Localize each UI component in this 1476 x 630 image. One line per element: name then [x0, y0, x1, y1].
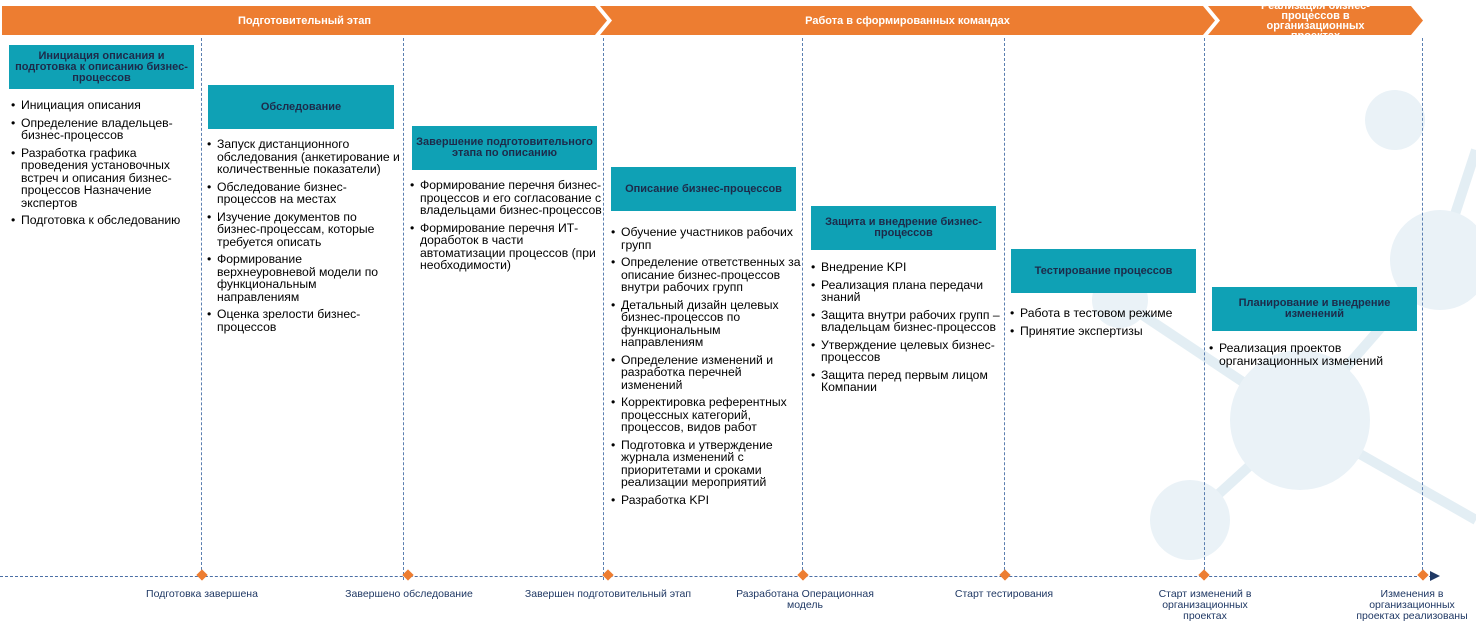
stage-task-list: Работа в тестовом режиме Принятие экспер… — [1008, 307, 1202, 342]
task-item: Разработка графика проведения установочн… — [9, 146, 199, 210]
task-item: Запуск дистанционного обследования (анке… — [205, 138, 400, 176]
stage-task-list: Обучение участников рабочих групп Опреде… — [609, 226, 803, 511]
task-item: Формирование верхнеуровневой модели по ф… — [205, 253, 400, 303]
milestone-label: Завершен подготовительный этап — [524, 588, 692, 600]
milestone-marker — [1198, 569, 1210, 581]
task-item: Подготовка к обследованию — [9, 214, 199, 227]
task-item: Защита перед первым лицом Компании — [809, 368, 1005, 394]
stage-title-text: Тестирование процессов — [1034, 264, 1173, 277]
phase-banner-realization: Реализация бизнес-процессов в организаци… — [1208, 0, 1423, 41]
task-item: Принятие экспертизы — [1008, 324, 1202, 338]
stage-title-change-planning: Планирование и внедрение изменений — [1212, 287, 1417, 331]
stage-title-testing: Тестирование процессов — [1011, 249, 1196, 293]
milestone-label: Старт тестирования — [954, 588, 1054, 600]
milestone-marker — [402, 569, 414, 581]
stage-task-list: Реализация проектов организационных изме… — [1207, 342, 1412, 372]
stage-title-text: Завершение подготовительного этапа по оп… — [416, 136, 593, 159]
column-divider — [1422, 38, 1423, 580]
task-item: Инициация описания — [9, 99, 199, 112]
task-item: Обследование бизнес-процессов на местах — [205, 180, 400, 206]
stage-task-list: Внедрение KPI Реализация плана передачи … — [809, 261, 1005, 399]
column-divider — [403, 38, 404, 580]
task-item: Корректировка референтных процессных кат… — [609, 396, 803, 434]
task-item: Определение ответственных за описание би… — [609, 256, 803, 294]
task-item: Детальный дизайн целевых бизнес-процессо… — [609, 298, 803, 349]
phase-label: Работа в сформированных командах — [805, 14, 1010, 27]
stage-title-defense-implementation: Защита и внедрение бизнес-процессов — [811, 206, 996, 250]
task-item: Реализация плана передачи знаний — [809, 278, 1005, 304]
task-item: Подготовка и утверждение журнала изменен… — [609, 438, 803, 489]
stage-title-process-description: Описание бизнес-процессов — [611, 167, 796, 211]
phase-banner-preparation: Подготовительный этап — [2, 6, 607, 35]
task-item: Внедрение KPI — [809, 261, 1005, 274]
stage-title-text: Инициация описания и подготовка к описан… — [15, 49, 188, 84]
task-item: Обучение участников рабочих групп — [609, 226, 803, 251]
timeline-arrowhead — [1430, 571, 1440, 581]
stage-title-text: Планирование и внедрение изменений — [1238, 297, 1391, 320]
milestone-marker — [999, 569, 1011, 581]
task-item: Защита внутри рабочих групп – владельцам… — [809, 308, 1005, 334]
phase-label: Реализация бизнес-процессов в организаци… — [1261, 0, 1370, 42]
task-item: Разработка KPI — [609, 493, 803, 507]
task-item: Утверждение целевых бизнес-процессов — [809, 338, 1005, 364]
milestone-marker — [1417, 569, 1429, 581]
stage-task-list: Запуск дистанционного обследования (анке… — [205, 138, 400, 338]
milestone-marker — [797, 569, 809, 581]
milestone-label: Подготовка завершена — [146, 588, 258, 600]
stage-title-survey: Обследование — [208, 85, 394, 129]
milestone-marker — [196, 569, 208, 581]
task-item: Работа в тестовом режиме — [1008, 307, 1202, 320]
phase-banner-teams: Работа в сформированных командах — [600, 6, 1215, 35]
task-item: Оценка зрелости бизнес-процессов — [205, 308, 400, 333]
phase-label: Подготовительный этап — [237, 14, 372, 27]
milestone-label: Изменения в организационных проектах реа… — [1356, 588, 1468, 622]
task-item: Изучение документов по бизнес-процессам,… — [205, 210, 400, 249]
stage-title-text: Описание бизнес-процессов — [625, 182, 782, 195]
column-divider — [201, 38, 202, 580]
column-divider — [1204, 38, 1205, 580]
stage-title-prep-completion: Завершение подготовительного этапа по оп… — [412, 126, 597, 170]
stage-title-text: Обследование — [260, 100, 342, 113]
milestone-marker — [602, 569, 614, 581]
timeline-axis — [0, 576, 1432, 577]
milestone-label: Разработана Операционная модель — [736, 588, 874, 611]
task-item: Определение изменений и разработка переч… — [609, 353, 803, 392]
milestone-label: Старт изменений в организационных проект… — [1158, 588, 1252, 622]
stage-task-list: Инициация описания Определение владельце… — [9, 99, 199, 232]
milestone-label: Завершено обследование — [345, 588, 473, 600]
stage-title-text: Защита и внедрение бизнес-процессов — [825, 216, 982, 239]
column-divider — [603, 38, 604, 580]
stage-task-list: Формирование перечня бизнес-процессов и … — [408, 179, 602, 277]
task-item: Реализация проектов организационных изме… — [1207, 342, 1412, 367]
task-item: Формирование перечня бизнес-процессов и … — [408, 179, 602, 217]
stage-title-initiation: Инициация описания и подготовка к описан… — [9, 45, 194, 89]
task-item: Определение владельцев-бизнес-процессов — [9, 116, 199, 142]
task-item: Формирование перечня ИТ-доработок в част… — [408, 221, 602, 272]
